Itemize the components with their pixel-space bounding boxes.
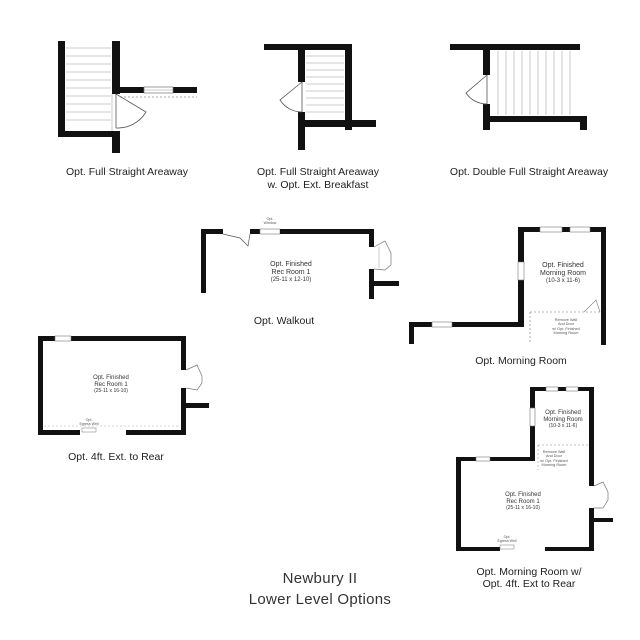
caption-ext-to-rear: Opt. 4ft. Ext. to Rear — [68, 451, 164, 463]
plan-full-straight-areaway — [58, 41, 197, 153]
room-name-line: Opt. Finished — [93, 375, 129, 381]
room-name-line: Opt. Finished — [270, 261, 312, 268]
room-label-combo-morning: Opt. Finished Morning Room (10-3 x 11-6) — [532, 410, 594, 430]
room-dimensions: (10-3 x 11-6) — [546, 278, 580, 285]
note-line: Opt. — [85, 418, 93, 422]
caption-morning-room-ext-2: Opt. 4ft. Ext to Rear — [482, 578, 576, 590]
page-title: Newbury II Lower Level Options — [0, 568, 640, 610]
note-line: And Door — [557, 322, 575, 327]
note-line: And Door — [545, 454, 563, 459]
note-line: Remove Wall — [554, 318, 578, 322]
plan-walkout — [201, 228, 399, 299]
combo-remove-wall-note: Remove Wall And Door w/ Opt. Finished Mo… — [534, 450, 574, 467]
morning-remove-wall-note: Remove Wall And Door w/ Opt. Finished Mo… — [534, 318, 598, 335]
room-name-line: Opt. Finished — [545, 410, 581, 416]
room-name-line: Opt. Finished — [542, 262, 584, 269]
note-line: Opt. — [266, 217, 274, 221]
caption-full-straight-breakfast-2: w. Opt. Ext. Breakfast — [267, 179, 369, 191]
room-label-morning: Opt. Finished Morning Room (10-3 x 11-6) — [520, 262, 606, 285]
window-note: Opt. Window — [258, 217, 282, 226]
note-line: Remove Wall — [542, 450, 566, 454]
room-name-line: Morning Room — [543, 416, 583, 423]
room-name-line: Opt. Finished — [505, 492, 541, 498]
note-line: Window — [263, 220, 277, 225]
caption-double-full-straight: Opt. Double Full Straight Areaway — [449, 166, 609, 178]
egress-note-combo: Opt. Egress Well — [496, 535, 518, 544]
note-line: Egress Well — [497, 538, 517, 543]
plan-double-full-straight — [450, 44, 587, 130]
room-dimensions: (25-11 x 16-10) — [94, 387, 128, 394]
note-line: Morning Room — [553, 331, 579, 336]
room-name-line: Rec Room 1 — [506, 498, 540, 505]
egress-note: Opt. Egress Well — [78, 418, 100, 427]
note-line: w/ Opt. Finished — [552, 326, 580, 331]
plan-morning-room-ext — [456, 386, 613, 551]
caption-full-straight-areaway: Opt. Full Straight Areaway — [66, 166, 188, 178]
plan-full-straight-breakfast — [264, 44, 376, 150]
plan-morning-room — [409, 226, 606, 345]
room-label-ext-rec: Opt. Finished Rec Room 1 (25-11 x 16-10) — [66, 375, 156, 395]
room-name-line: Rec Room 1 — [94, 381, 128, 388]
room-label-combo-rec: Opt. Finished Rec Room 1 (25-11 x 16-10) — [478, 492, 568, 512]
note-line: Egress Well — [79, 421, 99, 426]
caption-walkout: Opt. Walkout — [253, 315, 315, 327]
room-dimensions: (25-11 x 16-10) — [506, 504, 540, 511]
room-name-line: Rec Room 1 — [271, 269, 311, 277]
caption-morning-room: Opt. Morning Room — [475, 355, 567, 367]
title-line-2: Lower Level Options — [248, 591, 392, 608]
title-line-1: Newbury II — [282, 570, 358, 587]
room-label-walkout-rec: Opt. Finished Rec Room 1 (25-11 x 12-10) — [246, 261, 336, 284]
note-line: w/ Opt. Finished — [540, 458, 568, 463]
caption-full-straight-breakfast-1: Opt. Full Straight Areaway — [257, 166, 379, 178]
plan-ext-to-rear — [38, 335, 209, 435]
caption-morning-room-ext-1: Opt. Morning Room w/ — [476, 566, 582, 578]
room-dimensions: (10-3 x 11-6) — [548, 422, 578, 429]
note-line: Opt. — [503, 535, 511, 539]
room-dimensions: (25-11 x 12-10) — [270, 277, 312, 284]
room-name-line: Morning Room — [540, 270, 586, 278]
note-line: Morning Room — [541, 463, 567, 468]
